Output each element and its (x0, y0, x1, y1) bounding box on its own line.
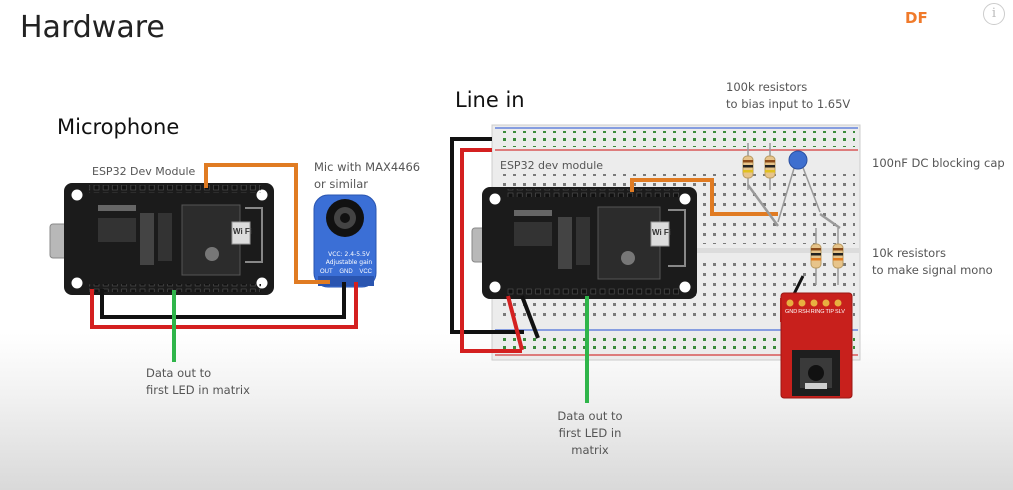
mic-module-label: Mic with MAX4466 or similar (314, 159, 420, 193)
linein-red-wire-short (506, 295, 524, 351)
resistor-10k-label: 10k resistors to make signal mono (872, 245, 993, 279)
resistor-100k-label-line1: 100k resistors (726, 80, 808, 94)
linein-data-note-line2: first LED in matrix (558, 426, 622, 457)
mic-board-label: ESP32 Dev Module (92, 165, 196, 178)
resistor-100k-2 (764, 143, 776, 190)
linein-red-wire-top (460, 148, 522, 353)
mic-pin-labels: OUT GND VCC (320, 269, 372, 275)
jack-pin-gnd: GND (785, 309, 798, 315)
page-title: Hardware (20, 10, 165, 45)
linein-data-note: Data out to first LED in matrix (545, 408, 635, 459)
resistor-100k-1 (742, 143, 754, 190)
linein-orange-wire (630, 178, 778, 216)
linein-black-wire-short (520, 295, 540, 339)
mic-pin-vcc: VCC (359, 269, 372, 275)
linein-data-note-line1: Data out to (557, 409, 623, 423)
resistor-100k-label-line2: to bias input to 1.65V (726, 97, 851, 111)
mic-wifi-text: Wi Fi (233, 227, 253, 236)
blocking-capacitor (777, 150, 821, 223)
line-in-section-title: Line in (455, 88, 525, 112)
mic-orange-wire (204, 163, 330, 284)
jack-pin-slv: SLV (834, 309, 845, 315)
linein-esp32-board (471, 187, 697, 299)
mic-pin-out: OUT (320, 269, 333, 275)
resistor-100k-label: 100k resistors to bias input to 1.65V (726, 79, 850, 113)
resistor-10k-label-line1: 10k resistors (872, 246, 946, 260)
mic-module-label-line1: Mic with MAX4466 (314, 160, 421, 174)
microphone-section-title: Microphone (57, 115, 180, 139)
mic-data-note-line2: first LED in matrix (146, 383, 250, 397)
info-icon[interactable]: i (983, 3, 1005, 25)
mic-board-text-2: Adjustable gain (325, 259, 373, 266)
linein-gray-wire-2 (819, 212, 841, 230)
jack-pin-labels: GND RSH RING TIP SLV (785, 309, 845, 315)
linein-wifi-text: Wi Fi (652, 228, 672, 237)
mic-red-wire (90, 282, 358, 329)
jack-pin-tip: TIP (825, 309, 835, 315)
linein-gray-wire-1 (746, 184, 780, 227)
mic-black-wire (100, 282, 346, 319)
mic-pin-gnd: GND (339, 269, 353, 275)
jack-pin-ring: RING (810, 309, 825, 315)
resistor-10k-2 (832, 228, 844, 285)
brand-logo: DF (905, 9, 928, 27)
audio-jack-breakout (780, 292, 853, 399)
resistor-10k-1 (810, 228, 822, 285)
mic-module-label-line2: or similar (314, 177, 368, 191)
mic-data-note: Data out to first LED in matrix (146, 365, 250, 399)
mic-board-text-1: VCC: 2.4-5.5V (328, 251, 370, 258)
resistor-10k-label-line2: to make signal mono (872, 263, 993, 277)
mic-data-note-line1: Data out to (146, 366, 212, 380)
mic-module (313, 194, 377, 288)
mic-esp32-board (49, 183, 274, 295)
capacitor-label: 100nF DC blocking cap (872, 156, 1005, 170)
jack-pin-rsh: RSH (798, 309, 810, 315)
linein-black-wire-top (450, 137, 524, 334)
linein-board-label: ESP32 dev module (500, 159, 604, 172)
